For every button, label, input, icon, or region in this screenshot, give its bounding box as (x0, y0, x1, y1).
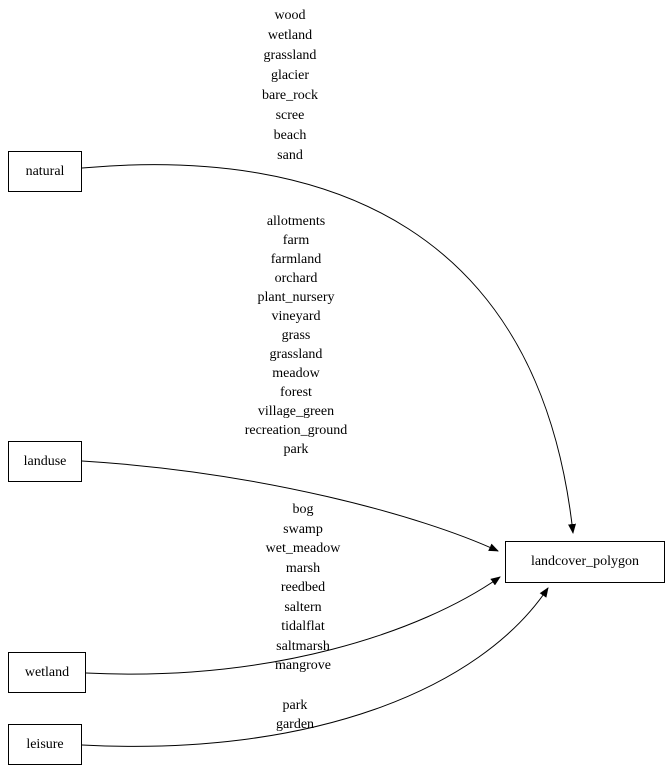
edge-label-line: grass (281, 328, 311, 343)
edge-label-line: wood (274, 8, 306, 23)
edge-label-line: forest (280, 385, 312, 400)
edge-label-landuse: allotments farm farmland orchard plant_n… (196, 212, 396, 459)
edge-label-line: allotments (266, 214, 326, 229)
edge-wetland-to-landcover (85, 576, 501, 675)
edge-label-line: orchard (274, 271, 318, 286)
edge-label-natural: wood wetland grassland glacier bare_rock… (200, 6, 380, 166)
edge-label-line: park (282, 698, 308, 713)
edge-label-leisure: park garden (195, 696, 395, 734)
node-landcover-polygon: landcover_polygon (505, 541, 665, 583)
edge-label-line: sand (277, 148, 303, 163)
node-natural: natural (8, 151, 82, 192)
node-leisure: leisure (8, 724, 82, 765)
edge-label-line: grassland (269, 347, 323, 362)
edge-label-wetland: bog swamp wet_meadow marsh reedbed salte… (203, 500, 403, 676)
edge-label-line: farmland (270, 252, 322, 267)
node-natural-label: natural (25, 163, 65, 179)
node-landcover-polygon-label: landcover_polygon (530, 554, 640, 569)
edge-label-line: glacier (270, 68, 310, 83)
edge-label-line: tidalflat (281, 619, 325, 634)
node-wetland: wetland (8, 652, 86, 693)
edge-label-line: reedbed (280, 580, 326, 595)
edge-label-line: village_green (257, 404, 335, 419)
edge-label-line: grassland (263, 48, 317, 63)
edge-label-line: bog (292, 502, 314, 517)
edge-natural-to-landcover (81, 164, 576, 534)
edge-label-line: beach (273, 128, 307, 143)
edge-label-line: swamp (283, 521, 323, 537)
edge-label-line: wet_meadow (265, 541, 341, 556)
edge-label-line: recreation_ground (244, 423, 348, 438)
edge-label-line: park (283, 442, 309, 457)
edge-label-line: saltmarsh (276, 638, 330, 654)
edge-leisure-to-landcover (81, 587, 549, 747)
edge-label-line: plant_nursery (257, 290, 335, 305)
edge-label-line: vineyard (271, 309, 321, 324)
edge-label-line: saltern (284, 599, 322, 615)
edge-label-line: farm (282, 233, 310, 248)
edge-label-line: scree (275, 108, 305, 123)
node-wetland-label: wetland (24, 664, 70, 680)
node-landuse-label: landuse (23, 453, 67, 469)
node-landuse: landuse (8, 441, 82, 482)
edge-landuse-to-landcover (81, 460, 499, 552)
node-leisure-label: leisure (26, 736, 64, 752)
edge-label-line: marsh (285, 560, 321, 576)
edge-label-line: bare_rock (262, 88, 318, 103)
edge-label-line: garden (275, 717, 315, 732)
edge-label-line: meadow (272, 366, 320, 381)
edge-label-line: mangrove (275, 658, 331, 673)
edge-label-line: wetland (267, 28, 313, 43)
